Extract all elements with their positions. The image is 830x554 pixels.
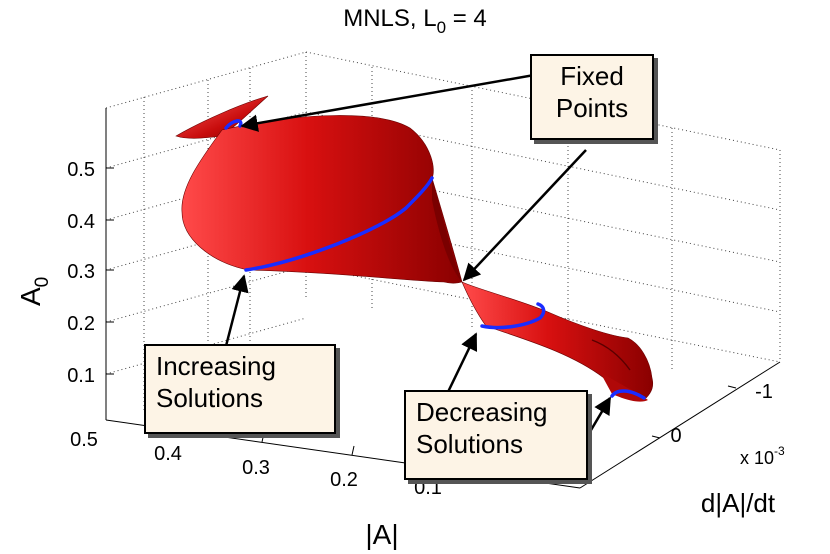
z-tick-label: 0.3: [67, 261, 95, 283]
x-tick-label: 0.3: [242, 457, 270, 479]
callout-text: Solutions: [416, 429, 523, 459]
decreasing-curve: [480, 302, 546, 330]
solution-surface: [175, 95, 654, 402]
z-tick-label: 0.4: [67, 211, 95, 233]
callout-text: Solutions: [156, 383, 263, 413]
y-axis-label: d|A|/dt: [701, 488, 776, 518]
x-tick-label: 0.1: [414, 477, 442, 499]
y-tick-labels: -1 0: [670, 381, 772, 447]
surface-lower-sheet: [461, 281, 654, 399]
z-tick-labels: 0.5 0.4 0.3 0.2 0.1: [67, 159, 95, 387]
y-tick-label: -1: [755, 381, 773, 403]
callout-arrows: [224, 72, 612, 453]
callout-text: Decreasing: [416, 397, 548, 427]
x-tick-labels: 0.5 0.4 0.3 0.2 0.1: [70, 429, 442, 499]
surface-upper-sheet: [181, 115, 463, 284]
callout-text: Increasing: [156, 351, 276, 381]
chart-title: MNLS, L0 = 4: [343, 5, 487, 37]
z-tick-label: 0.2: [67, 313, 95, 335]
arrow-fixed-middle: [462, 149, 587, 282]
callout-text: Fixed: [560, 61, 624, 91]
x-tick-label: 0.4: [154, 443, 182, 465]
callout-decreasing-solutions: Decreasing Solutions: [404, 390, 588, 480]
fixed-point-curve-bottom: [610, 389, 646, 400]
arrow-increasing: [224, 274, 249, 347]
y-tick-label: 0: [670, 425, 681, 447]
x-axis-label: |A|: [365, 519, 398, 550]
callout-text: Points: [555, 93, 629, 123]
arrow-decreasing-left: [446, 332, 478, 393]
z-tick-label: 0.1: [67, 365, 95, 387]
x-tick-label: 0.5: [70, 429, 98, 451]
surface-top-lobe: [175, 95, 269, 139]
x-tick-label: 0.2: [330, 469, 358, 491]
callout-fixed-points: Fixed Points: [530, 54, 654, 140]
z-axis-label: A0: [15, 277, 53, 306]
arrow-fixed-top: [240, 72, 541, 132]
z-tick-label: 0.5: [67, 159, 95, 181]
surface-ridge: [591, 339, 631, 371]
callout-increasing-solutions: Increasing Solutions: [144, 344, 336, 434]
y-axis-multiplier: x 10-3: [740, 444, 785, 468]
increasing-curve: [244, 176, 434, 272]
